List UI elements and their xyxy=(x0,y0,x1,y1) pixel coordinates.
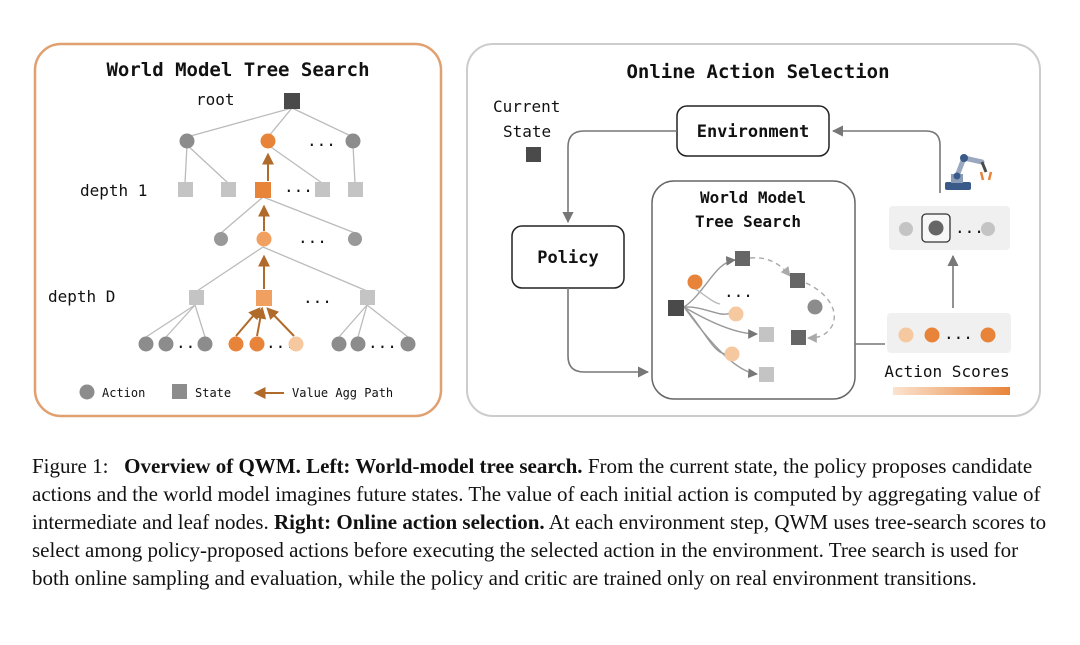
ellipsis: ... xyxy=(298,228,327,247)
wm-state-node xyxy=(759,367,774,382)
legend-state-marker xyxy=(172,384,187,399)
policy-label: Policy xyxy=(537,248,598,268)
legend-path-label: Value Agg Path xyxy=(292,386,393,400)
depth1-label: depth 1 xyxy=(80,181,147,200)
score-node xyxy=(980,327,996,343)
action-node xyxy=(179,133,195,149)
selected-action-node xyxy=(260,133,276,149)
state-node xyxy=(189,290,204,305)
caption-text-right: At each environment step, QWM uses tree-… xyxy=(32,510,1047,590)
leaf-action-node-selected xyxy=(288,336,304,352)
wm-action-node xyxy=(728,306,744,322)
selected-state-node xyxy=(255,182,271,198)
current-state-label-line1: Current xyxy=(493,97,560,116)
ellipsis: ... xyxy=(307,131,336,150)
right-panel-title: Online Action Selection xyxy=(626,61,889,83)
root-label: root xyxy=(196,90,235,109)
state-node xyxy=(360,290,375,305)
score-node xyxy=(924,327,940,343)
right-panel: Online Action Selection Current State En… xyxy=(466,43,1041,417)
ellipsis: ... xyxy=(955,218,984,237)
tree-edges xyxy=(145,107,409,338)
wm-state-node xyxy=(759,327,774,342)
world-model-tree: ... xyxy=(668,251,835,382)
candidate-action-node xyxy=(899,222,913,236)
flow-arrows xyxy=(562,125,959,378)
environment-label: Environment xyxy=(697,122,810,142)
wm-action-node xyxy=(724,346,740,362)
world-model-label-line1: World Model xyxy=(700,188,806,207)
state-node xyxy=(178,182,193,197)
figure-diagram: World Model Tree Search root depth 1 dep… xyxy=(33,42,1041,418)
ellipsis: ... xyxy=(944,324,973,343)
ellipsis: ... xyxy=(266,333,295,352)
leaf-action-node xyxy=(158,336,174,352)
caption-text-left: From the current state, the policy propo… xyxy=(32,454,1041,534)
legend: Action State Value Agg Path xyxy=(79,384,393,400)
legend-state-label: State xyxy=(195,386,231,400)
leaf-action-node xyxy=(197,336,213,352)
action-scores-label: Action Scores xyxy=(884,362,1009,381)
caption-bold-left: Overview of QWM. Left: World-model tree … xyxy=(124,454,583,478)
state-node xyxy=(221,182,236,197)
ellipsis: ... xyxy=(284,177,313,196)
selected-action-row: ... xyxy=(889,206,1010,250)
robot-arm-icon xyxy=(945,154,993,190)
ellipsis: ... xyxy=(176,333,205,352)
wm-action-node xyxy=(687,274,703,290)
leaf-action-node xyxy=(400,336,416,352)
figure-caption: Figure 1: Overview of QWM. Left: World-m… xyxy=(32,452,1054,592)
leaf-action-node xyxy=(331,336,347,352)
wm-state-node xyxy=(790,273,805,288)
candidate-action-node xyxy=(981,222,995,236)
caption-label: Figure 1: xyxy=(32,454,109,478)
selected-state-node xyxy=(256,290,272,306)
wm-state-node xyxy=(791,330,806,345)
leaf-action-node xyxy=(138,336,154,352)
current-state-node xyxy=(526,147,541,162)
root-state-node xyxy=(284,93,300,109)
leaf-action-node-selected xyxy=(228,336,244,352)
ellipsis: ... xyxy=(724,282,753,301)
caption-bold-right: Right: Online action selection. xyxy=(273,510,545,534)
state-node xyxy=(315,182,330,197)
leaf-action-node xyxy=(350,336,366,352)
left-panel: World Model Tree Search root depth 1 dep… xyxy=(33,42,443,418)
depthD-label: depth D xyxy=(48,287,115,306)
left-panel-title: World Model Tree Search xyxy=(106,59,369,81)
wm-state-node xyxy=(735,251,750,266)
action-node xyxy=(214,232,228,246)
world-model-label-line2: Tree Search xyxy=(695,212,801,231)
state-node xyxy=(348,182,363,197)
wm-action-node xyxy=(807,299,823,315)
action-node xyxy=(348,232,362,246)
score-node xyxy=(898,327,914,343)
action-scores-row: ... Action Scores xyxy=(884,313,1011,395)
legend-action-marker xyxy=(79,384,95,400)
legend-action-label: Action xyxy=(102,386,145,400)
selected-action-node xyxy=(928,220,944,236)
action-node xyxy=(345,133,361,149)
selected-action-node xyxy=(256,231,272,247)
leaf-action-node-selected xyxy=(249,336,265,352)
score-gradient-bar xyxy=(893,387,1010,395)
wm-start-state-node xyxy=(668,300,684,316)
current-state-label-line2: State xyxy=(503,122,551,141)
value-agg-path xyxy=(235,152,295,337)
ellipsis: ... xyxy=(303,288,332,307)
ellipsis: ... xyxy=(368,333,397,352)
